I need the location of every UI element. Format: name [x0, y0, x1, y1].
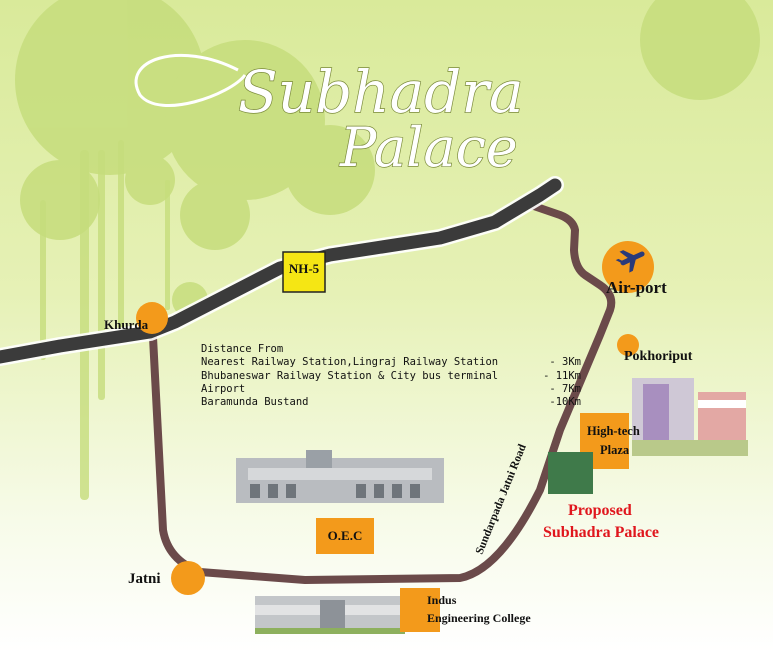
distance-value: - 11Km	[543, 369, 581, 382]
distance-row: Baramunda Bustand -10Km	[201, 396, 581, 409]
oec-building-photo	[236, 450, 444, 503]
title-flourish	[134, 53, 247, 107]
jatni-marker	[171, 561, 205, 595]
oec-marker	[316, 518, 374, 554]
distance-place: Bhubaneswar Railway Station & City bus t…	[201, 369, 499, 382]
distance-place: Airport	[201, 382, 246, 395]
airport-label: Air-port	[606, 278, 667, 297]
proposed-label-1: Proposed	[568, 502, 632, 519]
distance-value: - 3Km	[549, 356, 581, 369]
indus-label-2: Engineering College	[427, 611, 531, 625]
airplane-icon	[615, 250, 645, 273]
hightech-plaza-photo	[632, 378, 748, 456]
jatni-label: Jatni	[128, 571, 161, 587]
proposed-site-marker	[548, 452, 593, 494]
khurda-label: Khurda	[104, 317, 149, 332]
distance-row: Airport - 7Km	[201, 383, 581, 396]
title-line-1: Subhadra	[238, 58, 524, 126]
pokhoriput-marker	[617, 334, 639, 356]
background-bubbles	[15, 0, 760, 318]
distance-row: Bhubaneswar Railway Station & City bus t…	[201, 370, 581, 383]
distance-table: Distance From Nearest Railway Station,Li…	[201, 343, 581, 409]
distance-place: Baramunda Bustand	[201, 396, 309, 409]
hightech-label-2: Plaza	[600, 443, 630, 457]
hightech-label-1: High-tech	[587, 424, 640, 438]
distance-heading: Distance From	[201, 343, 284, 355]
khurda-marker	[136, 302, 168, 334]
indus-marker	[400, 588, 440, 632]
indus-college-photo	[255, 596, 405, 634]
oec-label: O.E.C	[328, 528, 363, 543]
distance-value: -10Km	[549, 396, 581, 409]
distance-place: Nearest Railway Station,Lingraj Railway …	[201, 356, 499, 369]
road-label: Sundarpada Jatni Road	[474, 442, 529, 556]
indus-label-1: Indus	[427, 593, 457, 607]
proposed-label-2: Subhadra Palace	[543, 524, 659, 541]
nh5-sign	[282, 251, 326, 293]
title-line-2: Palace	[339, 116, 518, 179]
distance-row: Nearest Railway Station,Lingraj Railway …	[201, 356, 581, 369]
nh5-label: NH-5	[289, 261, 320, 276]
pokhoriput-label: Pokhoriput	[624, 349, 693, 364]
distance-value: - 7Km	[549, 382, 581, 395]
